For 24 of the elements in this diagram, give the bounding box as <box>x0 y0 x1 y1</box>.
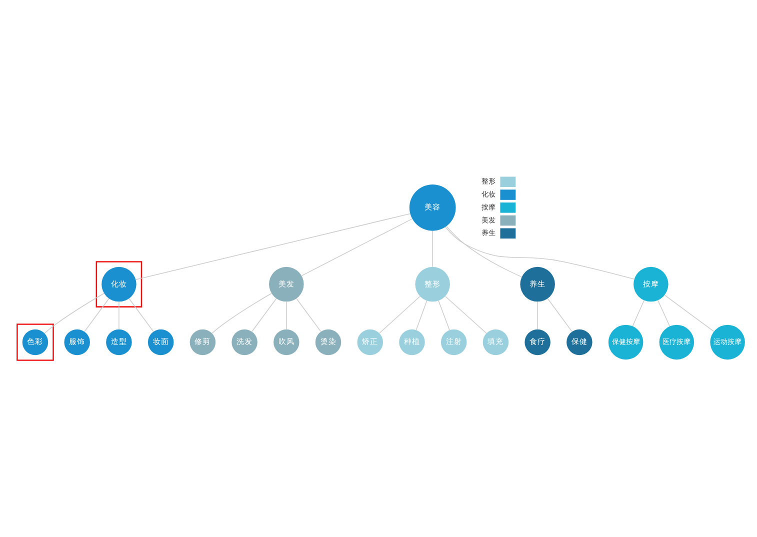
connector <box>212 293 272 334</box>
connector <box>84 298 110 332</box>
connector <box>658 300 670 327</box>
connector <box>632 300 644 327</box>
cluster <box>96 261 142 308</box>
connector <box>296 298 322 332</box>
connector <box>252 298 277 332</box>
connector <box>135 213 410 280</box>
connector <box>664 294 714 332</box>
connector <box>438 300 450 330</box>
connector <box>416 300 428 330</box>
connector <box>286 302 287 330</box>
connector <box>432 230 433 268</box>
connector <box>301 218 412 276</box>
cluster <box>16 324 54 361</box>
connector <box>118 302 120 330</box>
connector <box>379 296 420 334</box>
connector <box>444 226 635 280</box>
connector <box>537 302 538 330</box>
connector <box>128 298 154 332</box>
connector <box>446 226 522 278</box>
connector <box>547 298 572 332</box>
connector <box>44 293 104 334</box>
connector <box>444 296 487 334</box>
